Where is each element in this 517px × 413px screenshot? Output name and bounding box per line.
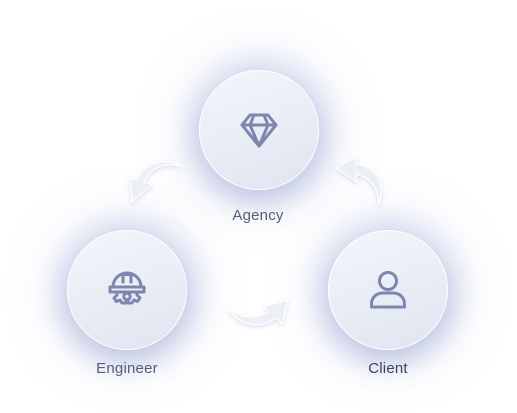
curved-arrow-icon: [129, 161, 183, 204]
engineer-node: [67, 230, 187, 350]
agency-label: Agency: [232, 207, 284, 224]
curved-arrow-icon: [334, 154, 382, 207]
hard-hat-gear-icon: [108, 271, 146, 305]
agency-node: [199, 70, 319, 190]
client-label: Client: [368, 360, 408, 377]
engineer-label: Engineer: [96, 360, 158, 377]
curved-arrow-icon: [227, 299, 289, 326]
client-node: [328, 230, 448, 350]
user-icon: [370, 271, 406, 309]
diamond-icon: [240, 113, 278, 148]
